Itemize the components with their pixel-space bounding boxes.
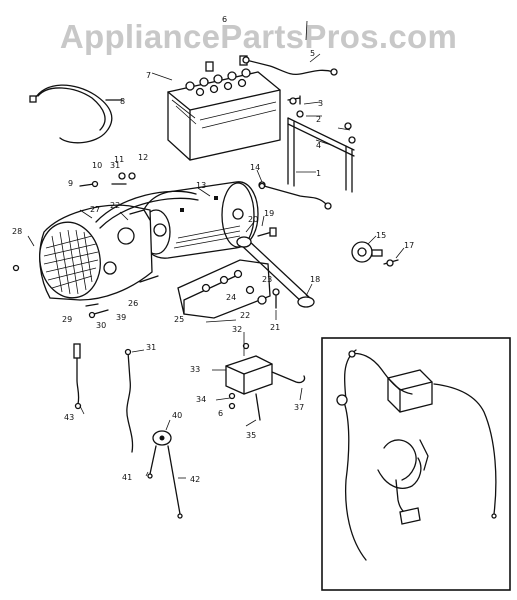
callout-7: 7	[146, 71, 151, 80]
pin-28[interactable]	[12, 264, 20, 272]
callout-43: 43	[64, 413, 74, 422]
callout-6-top: 6	[222, 15, 227, 24]
callout-30: 30	[96, 321, 106, 330]
callout-34: 34	[196, 395, 206, 404]
bolt-39[interactable]	[88, 309, 109, 319]
callout-42: 42	[190, 475, 200, 484]
washer-11[interactable]	[118, 172, 126, 180]
bolt-26[interactable]	[139, 275, 159, 283]
callout-21: 21	[270, 323, 280, 332]
callout-8: 8	[120, 97, 125, 106]
inset-wiring-view	[321, 337, 511, 591]
callout-13: 13	[196, 181, 206, 190]
callout-23: 23	[262, 275, 272, 284]
callout-26: 26	[128, 299, 138, 308]
drive-belt[interactable]	[95, 190, 199, 229]
mounting-bracket[interactable]	[177, 259, 271, 319]
callout-22-upper: 22	[110, 201, 120, 210]
callout-5: 5	[310, 49, 315, 58]
callout-39: 39	[116, 313, 126, 322]
callout-10: 10	[92, 161, 102, 170]
adjusting-link[interactable]	[236, 236, 315, 308]
callout-15: 15	[376, 231, 386, 240]
callout-12: 12	[138, 153, 148, 162]
battery-cable-loop[interactable]	[29, 84, 123, 144]
wire-14[interactable]	[258, 182, 266, 190]
callout-31-upper: 31	[110, 161, 120, 170]
callout-17: 17	[404, 241, 414, 250]
flywheel-shroud[interactable]	[34, 204, 153, 302]
callout-4: 4	[316, 141, 321, 150]
callout-3: 3	[318, 99, 323, 108]
callout-40: 40	[172, 411, 182, 420]
nut-17[interactable]	[383, 259, 399, 267]
voltage-regulator[interactable]	[225, 342, 306, 421]
leader-lines	[27, 20, 405, 479]
callout-1: 1	[316, 169, 321, 178]
callout-41: 41	[122, 473, 132, 482]
callout-25: 25	[174, 315, 184, 324]
battery-holddown[interactable]	[258, 95, 356, 210]
ignition-switch[interactable]	[147, 430, 183, 519]
callout-22-lower: 22	[240, 311, 250, 320]
starter-solenoid[interactable]	[351, 241, 383, 263]
wire-31[interactable]	[124, 348, 134, 453]
callout-32: 32	[232, 325, 242, 334]
callout-6-regulator: 6	[218, 409, 223, 418]
callout-24: 24	[226, 293, 236, 302]
callout-29: 29	[62, 315, 72, 324]
bolt-21[interactable]	[272, 288, 280, 309]
callout-11: 11	[114, 155, 124, 164]
battery-cable-top[interactable]	[242, 56, 338, 76]
callout-27: 27	[90, 205, 100, 214]
inset-harness	[336, 349, 497, 561]
screw-9[interactable]	[79, 180, 99, 188]
screw-30[interactable]	[85, 303, 99, 307]
lead-43[interactable]	[73, 343, 82, 410]
callout-18: 18	[310, 275, 320, 284]
callout-20: 20	[248, 215, 258, 224]
callout-28: 28	[12, 227, 22, 236]
shroud-grille	[43, 229, 99, 295]
callout-2: 2	[316, 115, 321, 124]
nut-12[interactable]	[128, 172, 136, 180]
inset-battery	[387, 369, 433, 413]
callout-9: 9	[68, 179, 73, 188]
battery[interactable]	[167, 55, 281, 161]
callout-31-wire: 31	[146, 343, 156, 352]
callout-35: 35	[246, 431, 256, 440]
callout-labels: 1 2 3 4 5 6 6 7 8 9 10 11 12 13 14 15 17…	[12, 15, 414, 484]
bolt-19[interactable]	[257, 227, 277, 237]
callout-19: 19	[264, 209, 274, 218]
callout-33: 33	[190, 365, 200, 374]
callout-14: 14	[250, 163, 260, 172]
callout-37: 37	[294, 403, 304, 412]
